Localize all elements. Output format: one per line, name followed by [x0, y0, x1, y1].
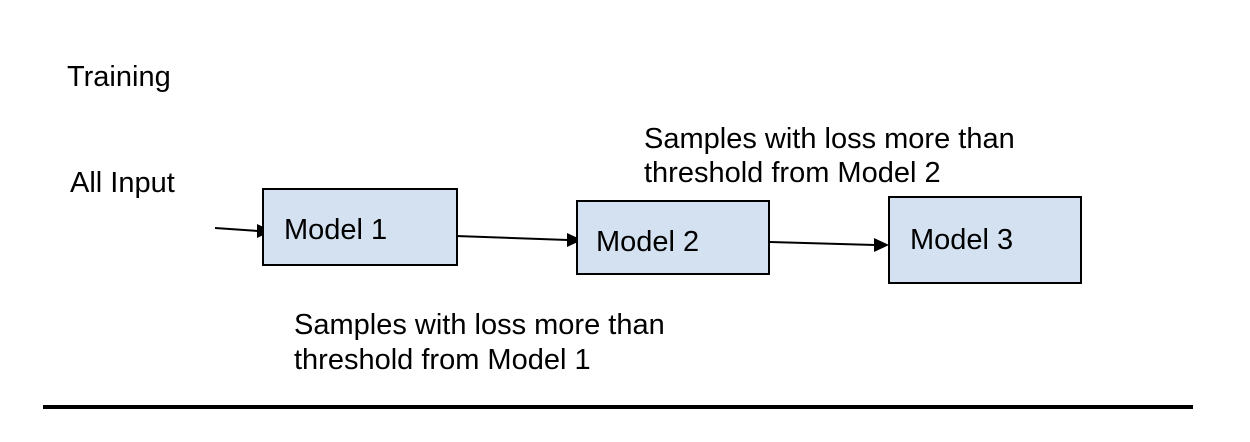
model1-box [262, 188, 458, 266]
diagram-title: Training [67, 61, 171, 92]
edge-label-model1-line1: Samples with loss more than [294, 309, 665, 341]
arrow-model2-to-model3 [769, 238, 889, 252]
model1-label: Model 1 [284, 214, 388, 246]
bottom-divider [43, 405, 1193, 409]
edge-label-model1-line2: threshold from Model 1 [294, 344, 591, 376]
edge-label-model2-line2: threshold from Model 2 [644, 157, 941, 186]
input-label: All Input [70, 167, 175, 199]
arrow-model1-to-model2 [455, 233, 582, 247]
model3-box [888, 196, 1082, 284]
edge-label-model2-line1: Samples with loss more than [644, 123, 1015, 155]
model2-label: Model 2 [596, 226, 700, 255]
model3-label: Model 3 [910, 224, 1014, 256]
model2-box [576, 200, 770, 275]
